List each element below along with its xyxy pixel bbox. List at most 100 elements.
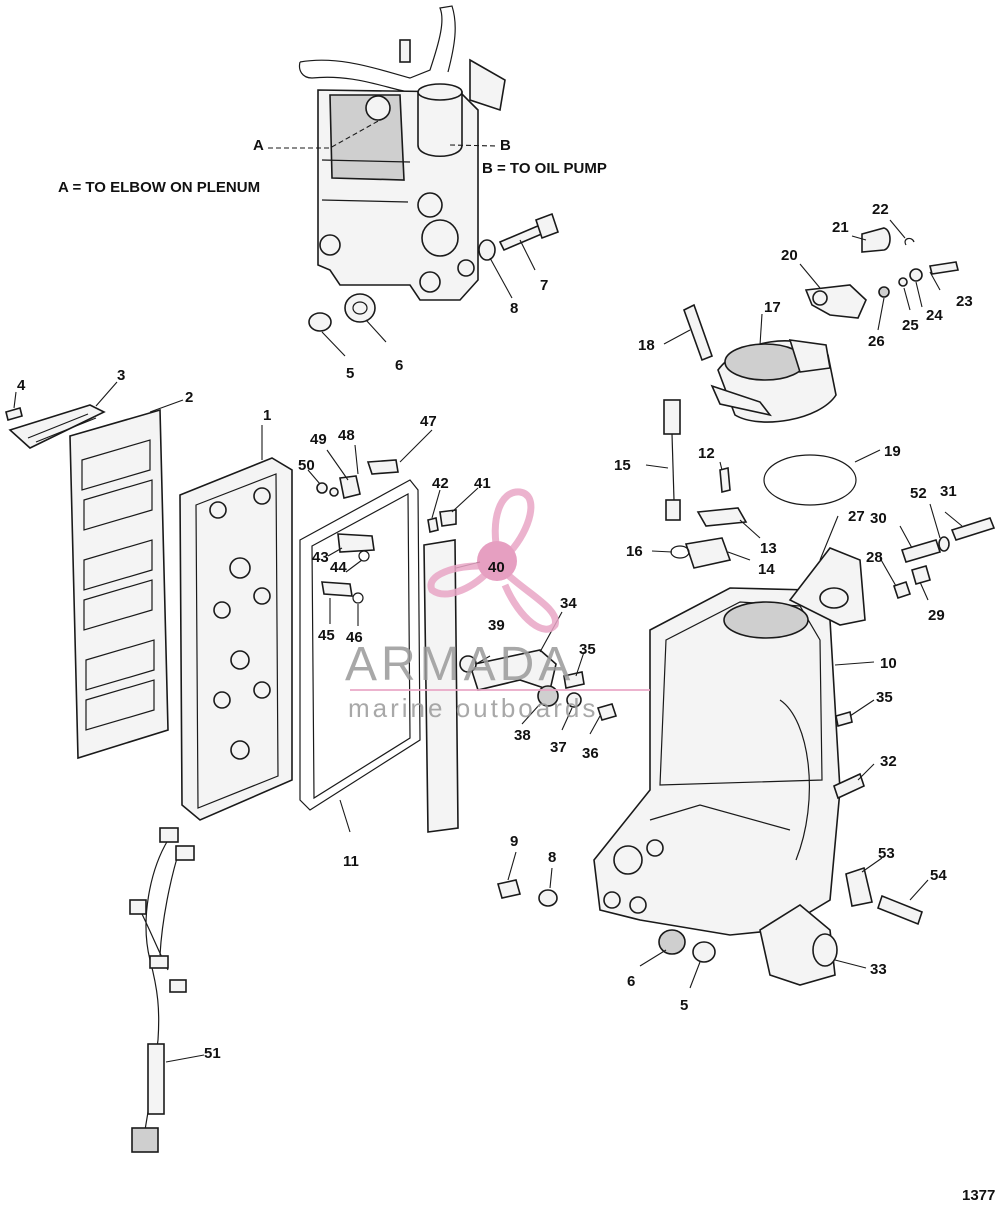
bolt-7 (498, 212, 560, 252)
callout-32: 32 (880, 753, 897, 770)
fitting-47 (366, 459, 399, 475)
gasket-2 (69, 408, 169, 760)
fitting-28 (892, 580, 912, 600)
callout-23: 23 (956, 293, 973, 310)
callout-labels: 1 2 3 4 5 5 6 6 7 8 8 9 10 11 12 13 14 1… (17, 201, 973, 1062)
map-sensor-14 (684, 537, 732, 569)
gasket-11 (299, 479, 421, 811)
watermark-brand: ARMADA (345, 638, 574, 691)
callout-43: 43 (312, 549, 329, 566)
callout-41: 41 (474, 475, 491, 492)
iac-motor-33 (759, 904, 836, 986)
plenum-10 (593, 587, 841, 936)
callout-37: 37 (550, 739, 567, 756)
spacer-30 (900, 539, 942, 563)
callout-8-bottom: 8 (548, 849, 556, 866)
watermark-tagline: marine outboards (348, 693, 598, 723)
clip-22 (904, 237, 915, 246)
callout-48: 48 (338, 427, 355, 444)
callout-8-top: 8 (510, 300, 518, 317)
vapor-separator-assembly (268, 5, 506, 301)
note-a: A = TO ELBOW ON PLENUM (58, 179, 260, 196)
grommet-6b (658, 929, 686, 955)
bushing-5b (692, 941, 716, 963)
callout-44: 44 (330, 559, 347, 576)
callout-15: 15 (614, 457, 631, 474)
callout-11: 11 (343, 853, 359, 870)
callout-3: 3 (117, 367, 125, 384)
callout-4: 4 (17, 377, 26, 394)
callout-36: 36 (582, 745, 599, 762)
screw-35a (563, 671, 585, 689)
washer-8b (538, 889, 558, 907)
throttle-body-17 (710, 339, 837, 423)
page-number: 1377 (962, 1187, 995, 1204)
callout-34: 34 (560, 595, 577, 612)
bracket-27 (788, 547, 866, 626)
screw-42 (427, 517, 439, 533)
washer-24 (909, 268, 923, 282)
tps-bracket-20 (804, 284, 867, 319)
fuel-rail-40 (423, 539, 459, 833)
washer-50a (316, 482, 328, 494)
callout-40: 40 (488, 559, 505, 576)
clamp-53 (845, 866, 873, 907)
o-ring-19 (763, 454, 857, 506)
callout-33: 33 (870, 961, 887, 978)
callout-35-lower: 35 (876, 689, 893, 706)
callout-30: 30 (870, 510, 887, 527)
callout-20: 20 (781, 247, 798, 264)
plate-13 (696, 507, 748, 527)
washer-8 (478, 239, 496, 261)
fitting-32 (833, 772, 865, 800)
bushing-5 (308, 312, 332, 332)
callout-52: 52 (910, 485, 927, 502)
o-ring-46 (352, 592, 364, 604)
callout-26: 26 (868, 333, 885, 350)
label-a: A (253, 137, 264, 154)
callout-49: 49 (310, 431, 327, 448)
intake-manifold-plate-1 (179, 457, 293, 821)
screw-18 (683, 303, 714, 362)
screw-31 (950, 517, 996, 541)
callout-13: 13 (760, 540, 777, 557)
callout-38: 38 (514, 727, 531, 744)
callout-28: 28 (866, 549, 883, 566)
label-b: B (500, 137, 511, 154)
callout-5-top: 5 (346, 365, 354, 382)
washer-50b (329, 487, 339, 497)
callout-24: 24 (926, 307, 943, 324)
callout-14: 14 (758, 561, 775, 578)
callout-22: 22 (872, 201, 889, 218)
callout-54: 54 (930, 867, 947, 884)
screw-35b (835, 710, 853, 728)
callout-39: 39 (488, 617, 505, 634)
propeller-logo (427, 488, 559, 633)
clip-41 (439, 509, 457, 527)
screw-4 (5, 407, 23, 421)
washer-25 (898, 277, 908, 287)
fitting-43 (337, 533, 375, 553)
callout-45: 45 (318, 627, 335, 644)
callout-9: 9 (510, 833, 518, 850)
callout-47: 47 (420, 413, 437, 430)
wire-harness-51 (129, 827, 195, 1153)
nut-36 (596, 703, 618, 721)
callout-27: 27 (848, 508, 865, 525)
washer-37 (566, 692, 582, 708)
callout-50: 50 (298, 457, 315, 474)
armada-watermark: ARMADA marine outboards (345, 488, 650, 723)
callout-6-top: 6 (395, 357, 403, 374)
roller-21 (861, 227, 891, 253)
callout-12: 12 (698, 445, 715, 462)
nut-29 (911, 565, 931, 585)
callout-31: 31 (940, 483, 957, 500)
bracket-48-49 (339, 475, 361, 499)
o-ring-16 (670, 545, 690, 559)
o-ring-44 (358, 550, 370, 562)
callout-29: 29 (928, 607, 945, 624)
callout-35-upper: 35 (579, 641, 596, 658)
reed-block-3 (8, 404, 106, 449)
callout-7: 7 (540, 277, 548, 294)
